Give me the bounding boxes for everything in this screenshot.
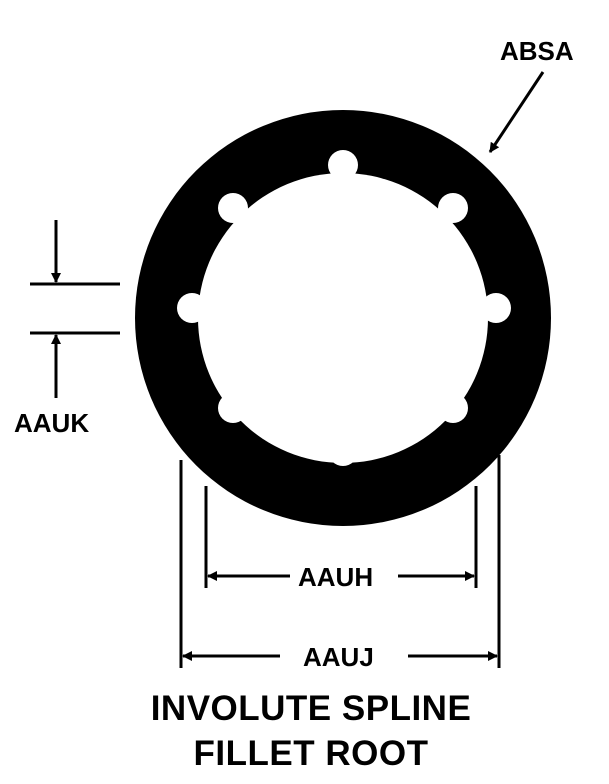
- aauh-dimension: [204, 486, 478, 588]
- spline-ring: [135, 110, 551, 526]
- aauk-dimension: [30, 220, 120, 398]
- aauh-label: AAUH: [298, 562, 373, 592]
- caption-line-1: INVOLUTE SPLINE: [151, 689, 472, 728]
- fillet-notches: [177, 150, 511, 466]
- fillet-notch: [218, 393, 248, 423]
- inner-bore: [198, 173, 488, 463]
- fillet-notch: [481, 293, 511, 323]
- aauj-label: AAUJ: [303, 642, 374, 672]
- fillet-notch: [438, 193, 468, 223]
- fillet-notch: [177, 293, 207, 323]
- absa-callout: ABSA: [488, 36, 574, 153]
- aauk-label: AAUK: [14, 408, 89, 438]
- fillet-notch: [438, 393, 468, 423]
- absa-leader: [488, 71, 545, 153]
- fillet-notch: [328, 436, 358, 466]
- caption-line-2: FILLET ROOT: [194, 734, 429, 773]
- fillet-notch: [328, 150, 358, 180]
- aauj-dimension: [179, 455, 501, 668]
- absa-label: ABSA: [500, 36, 574, 66]
- fillet-notch: [218, 193, 248, 223]
